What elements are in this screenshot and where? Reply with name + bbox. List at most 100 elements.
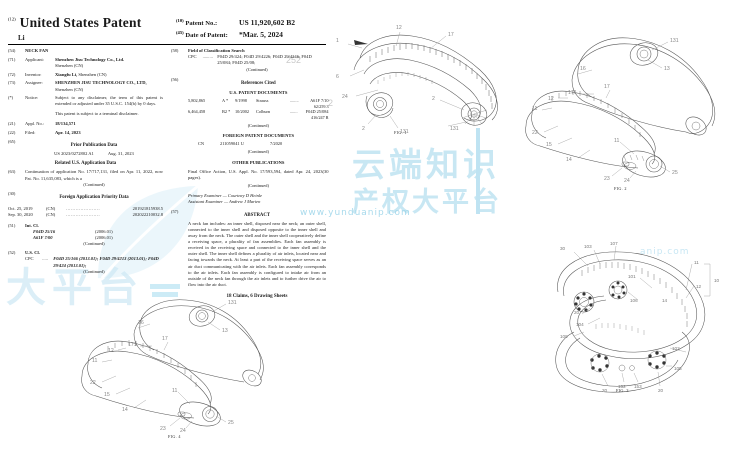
assignee-location: Shenzhen (CN) [55,86,84,92]
int-cl-label: Int. Cl. [25,222,39,228]
inventor-name: Xiangfu Li, [55,71,78,77]
field-title-code: (54) [8,48,16,53]
fig2-label-13: 13 [664,66,670,72]
other-pub-continued: (Continued) [247,183,269,189]
fig2-label-11b: 11 [532,106,537,112]
inventor-location: Shenzhen (CN) [78,71,107,77]
search-continued: (Continued) [246,66,268,72]
references-heading: References Cited [240,80,276,86]
references-continued: (Continued) [247,122,269,128]
fig3-label-10: 10 [714,278,720,283]
search-cpc-text: F04D 29/424; F04D 29/4226; F04D 29/4246;… [217,54,312,66]
figure-4: 131 13 16 171 17 12 11 22 15 14 23 24 25… [22,290,322,440]
assignee-name: SHENZHEN JISU TECHNOLOGY CO., LTD, [55,80,147,86]
field-filed: (22) Filed: Apr. 14, 2023 [8,130,163,136]
fig3-label-105: 105 [674,366,682,371]
reference-dots: ....... [290,109,298,115]
field-applicant: (71) Applicant: Shenzhen Jisu Technology… [8,57,163,69]
abstract-heading: ABSTRACT [243,212,271,218]
reference-patent-no: 6,464,458 [188,109,206,115]
fig3-label-20b: 20 [602,388,608,393]
fig4-label-12: 12 [108,348,114,354]
figure-2: 131 13 16 171 17 12 11 22 15 14 23 24 25… [518,14,730,194]
fig4-label-14: 14 [122,407,128,413]
fig2-label-23: 23 [604,176,610,182]
field-assignee: (73) Assignee: SHENZHEN JISU TECHNOLOGY … [8,80,163,92]
fig1-label-12: 12 [396,25,402,31]
field-title-value: NECK FAN [25,48,49,53]
field-us-cl: (52) U.S. Cl. CPC ..... F04D 25/166 (201… [8,250,163,275]
field-prior-pub: (65) Prior Publication Data US 2023/0272… [8,139,163,157]
fig3-label-20: 20 [574,310,580,315]
fig3-label-20c: 20 [658,388,664,393]
header-divider [8,44,326,45]
field-filed-label: Filed: [25,129,36,135]
foreign-ref-country: CN [198,141,205,147]
field-assignee-label: Assignee: [25,80,43,86]
fig4-label-23: 23 [160,426,166,432]
foreign-ref-number: 211059041 U [220,141,244,147]
fig3-label-153: 153 [634,384,642,389]
classification-search-heading: Field of Classification Search [188,48,245,53]
fig2-label-171: 171 [568,90,577,96]
fig4-label-16: 16 [138,320,144,326]
reference-kind: A * [222,98,229,104]
priority-dots: ..................... [66,211,101,217]
fig1-label-24: 24 [342,94,348,100]
figure-1: 1 12 17 6 24 2 131 2 131 FIG. 1 [334,18,534,138]
fig4-label-13: 13 [222,328,228,334]
fig1-label-17: 17 [448,32,454,38]
field-us-cl-code: (52) [8,250,16,256]
priority-dots: ..................... [66,205,101,211]
fig3-label-104: 104 [576,322,584,327]
fig2-label-17: 17 [604,84,610,90]
us-cl-label: U.S. Cl. [25,250,40,256]
field-58-code: (58) [171,48,179,53]
field-notice-code: (*) [8,95,14,101]
reference-kind: B2 * [222,109,231,115]
field-int-cl-code: (51) [8,222,16,228]
field-filed-code: (22) [8,129,16,135]
field-applicant-code: (71) [8,56,16,62]
fig3-label-101: 101 [628,274,636,279]
header-inventor-name: Li [18,34,25,42]
related-app-data: Related U.S. Application Data (63) Conti… [8,161,163,188]
fig2-label-15: 15 [546,142,552,148]
reference-date: 10/2002 [235,109,250,115]
reference-dots: ........ [290,98,299,104]
priority-row: Sep. 30, 2020 (CN) .....................… [8,212,163,218]
field-classification-search: (58) Field of Classification Search CPC … [171,48,326,73]
priority-number: 202022210032.8 [132,211,163,217]
related-continued: (Continued) [83,181,105,187]
field-inventor-label: Inventor: [25,71,42,77]
fig3-label-106: 106 [630,298,638,303]
header-left: (12) United States Patent Li [8,14,176,43]
primary-examiner: Primary Examiner — Courtney D Heinle [188,193,263,199]
fig4-label-11: 11 [92,358,97,364]
fig4-label-11b: 11 [172,388,177,394]
figure-2-caption: FIG. 2 [614,186,627,191]
us-cl-continued: (Continued) [83,268,105,274]
foreign-docs-heading: FOREIGN PATENT DOCUMENTS [222,133,295,139]
other-publications-text: Final Office Action, U.S. Appl. No. 17/5… [188,168,329,180]
int-cl-continued: (Continued) [83,241,105,247]
field-inventor-code: (72) [8,71,16,77]
field-int-cl: (51) Int. Cl. F04D 25/16 (2006.01) A61F … [8,223,163,248]
reference-row: 6,464,458 B2 * 10/2002 Colburn ....... F… [188,109,329,115]
us-cl-cpc-label: CPC [25,256,34,262]
patent-number: US 11,920,602 B2 [238,18,296,28]
fig3-label-14: 14 [662,298,668,303]
field-notice: (*) Notice: Subject to any disclaimer, t… [8,95,163,117]
patent-no-label: Patent No.: [185,20,218,28]
fig3-label-152: 152 [618,384,626,389]
other-publications-heading: OTHER PUBLICATIONS [232,160,285,166]
field-references-cited: (56) References Cited U.S. PATENT DOCUME… [171,77,329,206]
fig4-label-171: 171 [128,342,137,348]
fig4-label-22: 22 [90,380,96,386]
fig4-label-24: 24 [180,428,186,434]
applicant-location: Shenzhen (CN) [55,62,84,68]
fig3-label-12: 12 [696,284,702,289]
fig3-label-109: 109 [560,334,568,339]
foreign-refs-continued: (Continued) [247,149,269,155]
code-12: (12) [8,16,16,22]
